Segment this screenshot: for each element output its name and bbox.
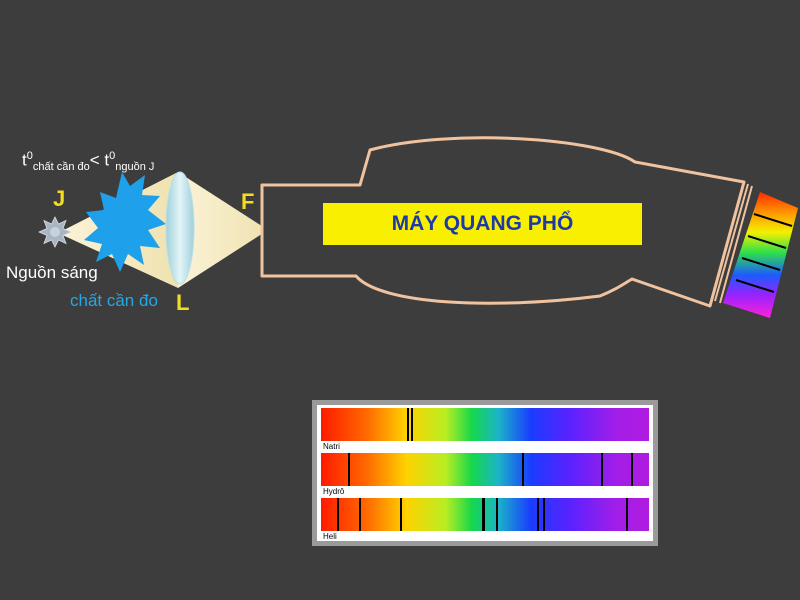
spectrum-label: Hydrô xyxy=(323,487,345,496)
body-rim-line xyxy=(714,183,749,302)
body-rim-line xyxy=(719,185,753,304)
spectral-line xyxy=(537,498,539,531)
condition-t-left: t xyxy=(22,150,27,170)
spectral-line xyxy=(483,498,485,531)
spectral-line xyxy=(496,498,498,531)
burst-substance-icon xyxy=(84,172,166,272)
spectrum-band xyxy=(321,498,649,531)
spectrum-band xyxy=(321,408,649,441)
spectral-line xyxy=(407,408,409,441)
spectral-line xyxy=(400,498,402,531)
condition-sub-right: nguồn J xyxy=(115,161,155,174)
screen-line xyxy=(747,235,787,249)
spectra-panel-inner: Natri Hydrô Heli xyxy=(317,405,653,541)
source-symbol: J xyxy=(53,186,66,211)
spectrum-band xyxy=(321,453,649,486)
light-source-core xyxy=(50,227,60,237)
screen-line xyxy=(753,213,793,227)
light-beam-to-slit xyxy=(178,172,268,288)
condition-sub-left: chất cần đo xyxy=(32,161,90,174)
spectral-line xyxy=(359,498,361,531)
lens-icon xyxy=(165,171,195,285)
condition-sup-right: 0 xyxy=(109,150,116,162)
spectral-line xyxy=(411,408,413,441)
spectral-line xyxy=(348,453,350,486)
spectral-line xyxy=(337,498,339,531)
condition-less-than: < t xyxy=(89,150,110,170)
spectral-line xyxy=(601,453,603,486)
spectrum-label: Heli xyxy=(323,532,337,541)
spectrum-screen-icon xyxy=(723,192,798,318)
spectral-line xyxy=(631,453,633,486)
spectrum-label: Natri xyxy=(323,442,340,451)
screen-line xyxy=(741,257,781,271)
lens-symbol: L xyxy=(176,290,190,315)
spectral-line xyxy=(626,498,628,531)
screen-line xyxy=(735,279,775,293)
machine-title-band xyxy=(323,203,642,245)
light-source-label: Nguồn sáng xyxy=(6,263,98,282)
machine-title: MÁY QUANG PHỔ xyxy=(391,212,574,235)
slit-symbol: F xyxy=(241,189,255,214)
temperature-condition: t0chất cần đo< t0nguồn J xyxy=(22,150,154,173)
spectra-panel: Natri Hydrô Heli xyxy=(312,400,658,546)
spectral-line xyxy=(543,498,545,531)
substance-label: chất cần đo xyxy=(70,291,158,310)
spectral-line xyxy=(522,453,524,486)
condition-sup-left: 0 xyxy=(26,150,33,162)
